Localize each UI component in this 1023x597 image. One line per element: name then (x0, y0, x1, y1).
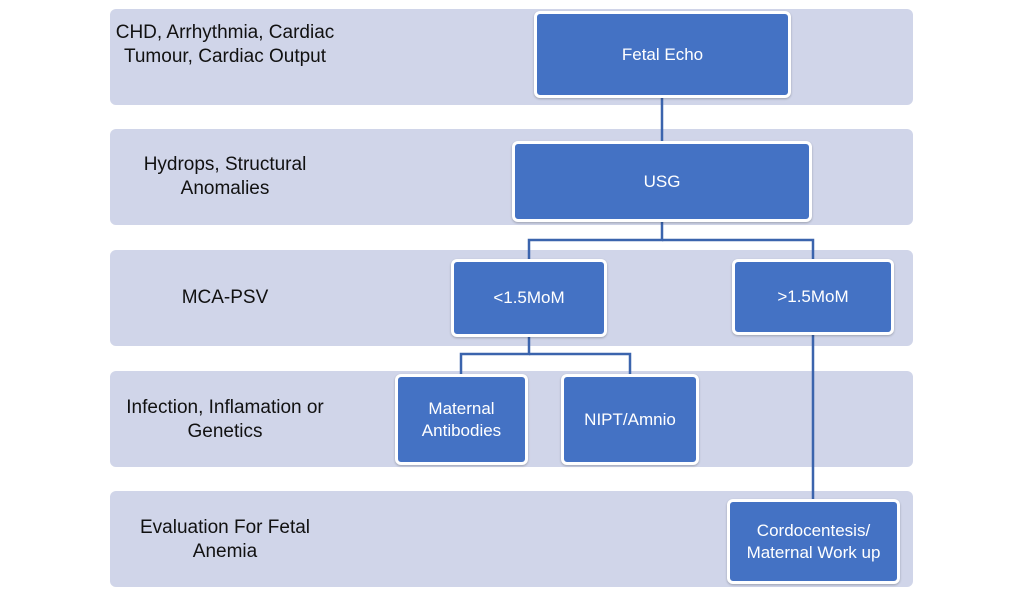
connector-low-branches (459, 335, 531, 376)
band-label-hydrops: Hydrops, Structural Anomalies (143, 154, 307, 199)
fetal-echo-box: Fetal Echo (534, 11, 791, 98)
connector-usg-high (662, 238, 815, 261)
maternal-antibodies-box: Maternal Antibodies (395, 374, 528, 465)
band-label-infection: Infection, Inflamation or Genetics (126, 397, 324, 442)
cordocentesis-box: Cordocentesis/ Maternal Work up (727, 499, 900, 584)
usg-box: USG (512, 141, 812, 222)
band-label-mca-psv: MCA-PSV (181, 287, 269, 308)
band-label-cardiac: CHD, Arrhythmia, Cardiac Tumour, Cardiac… (115, 22, 335, 67)
connector-usg-branches (527, 221, 664, 261)
connector-low-nipt (529, 352, 632, 376)
nipt-amnio-box: NIPT/Amnio (561, 374, 699, 465)
band-label-fetal-anemia: Evaluation For Fetal Anemia (139, 517, 311, 562)
low-mom-box: <1.5MoM (451, 259, 607, 337)
high-mom-box: >1.5MoM (732, 259, 894, 335)
